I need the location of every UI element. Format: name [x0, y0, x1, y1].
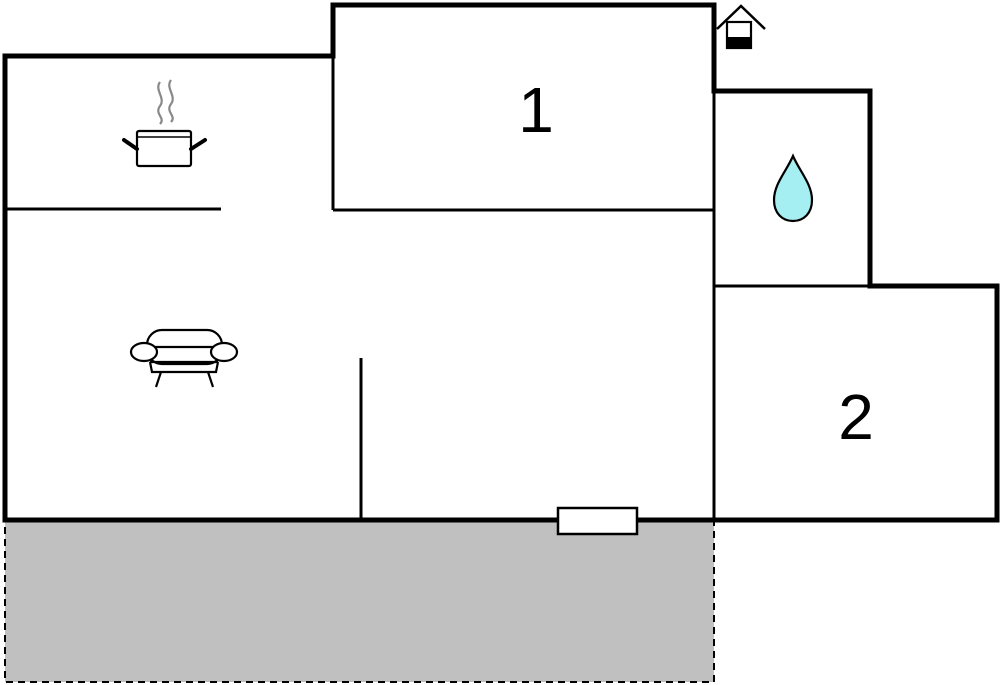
room-label-2: 2: [838, 381, 874, 453]
sofa-icon: [129, 328, 239, 388]
house-entrance-icon: [716, 4, 766, 50]
room-label-1: 1: [518, 74, 554, 146]
cooking-pot-icon: [122, 79, 207, 168]
window-icon: [556, 506, 639, 536]
terrace-area: [4, 519, 715, 683]
water-drop-icon: [772, 153, 814, 223]
